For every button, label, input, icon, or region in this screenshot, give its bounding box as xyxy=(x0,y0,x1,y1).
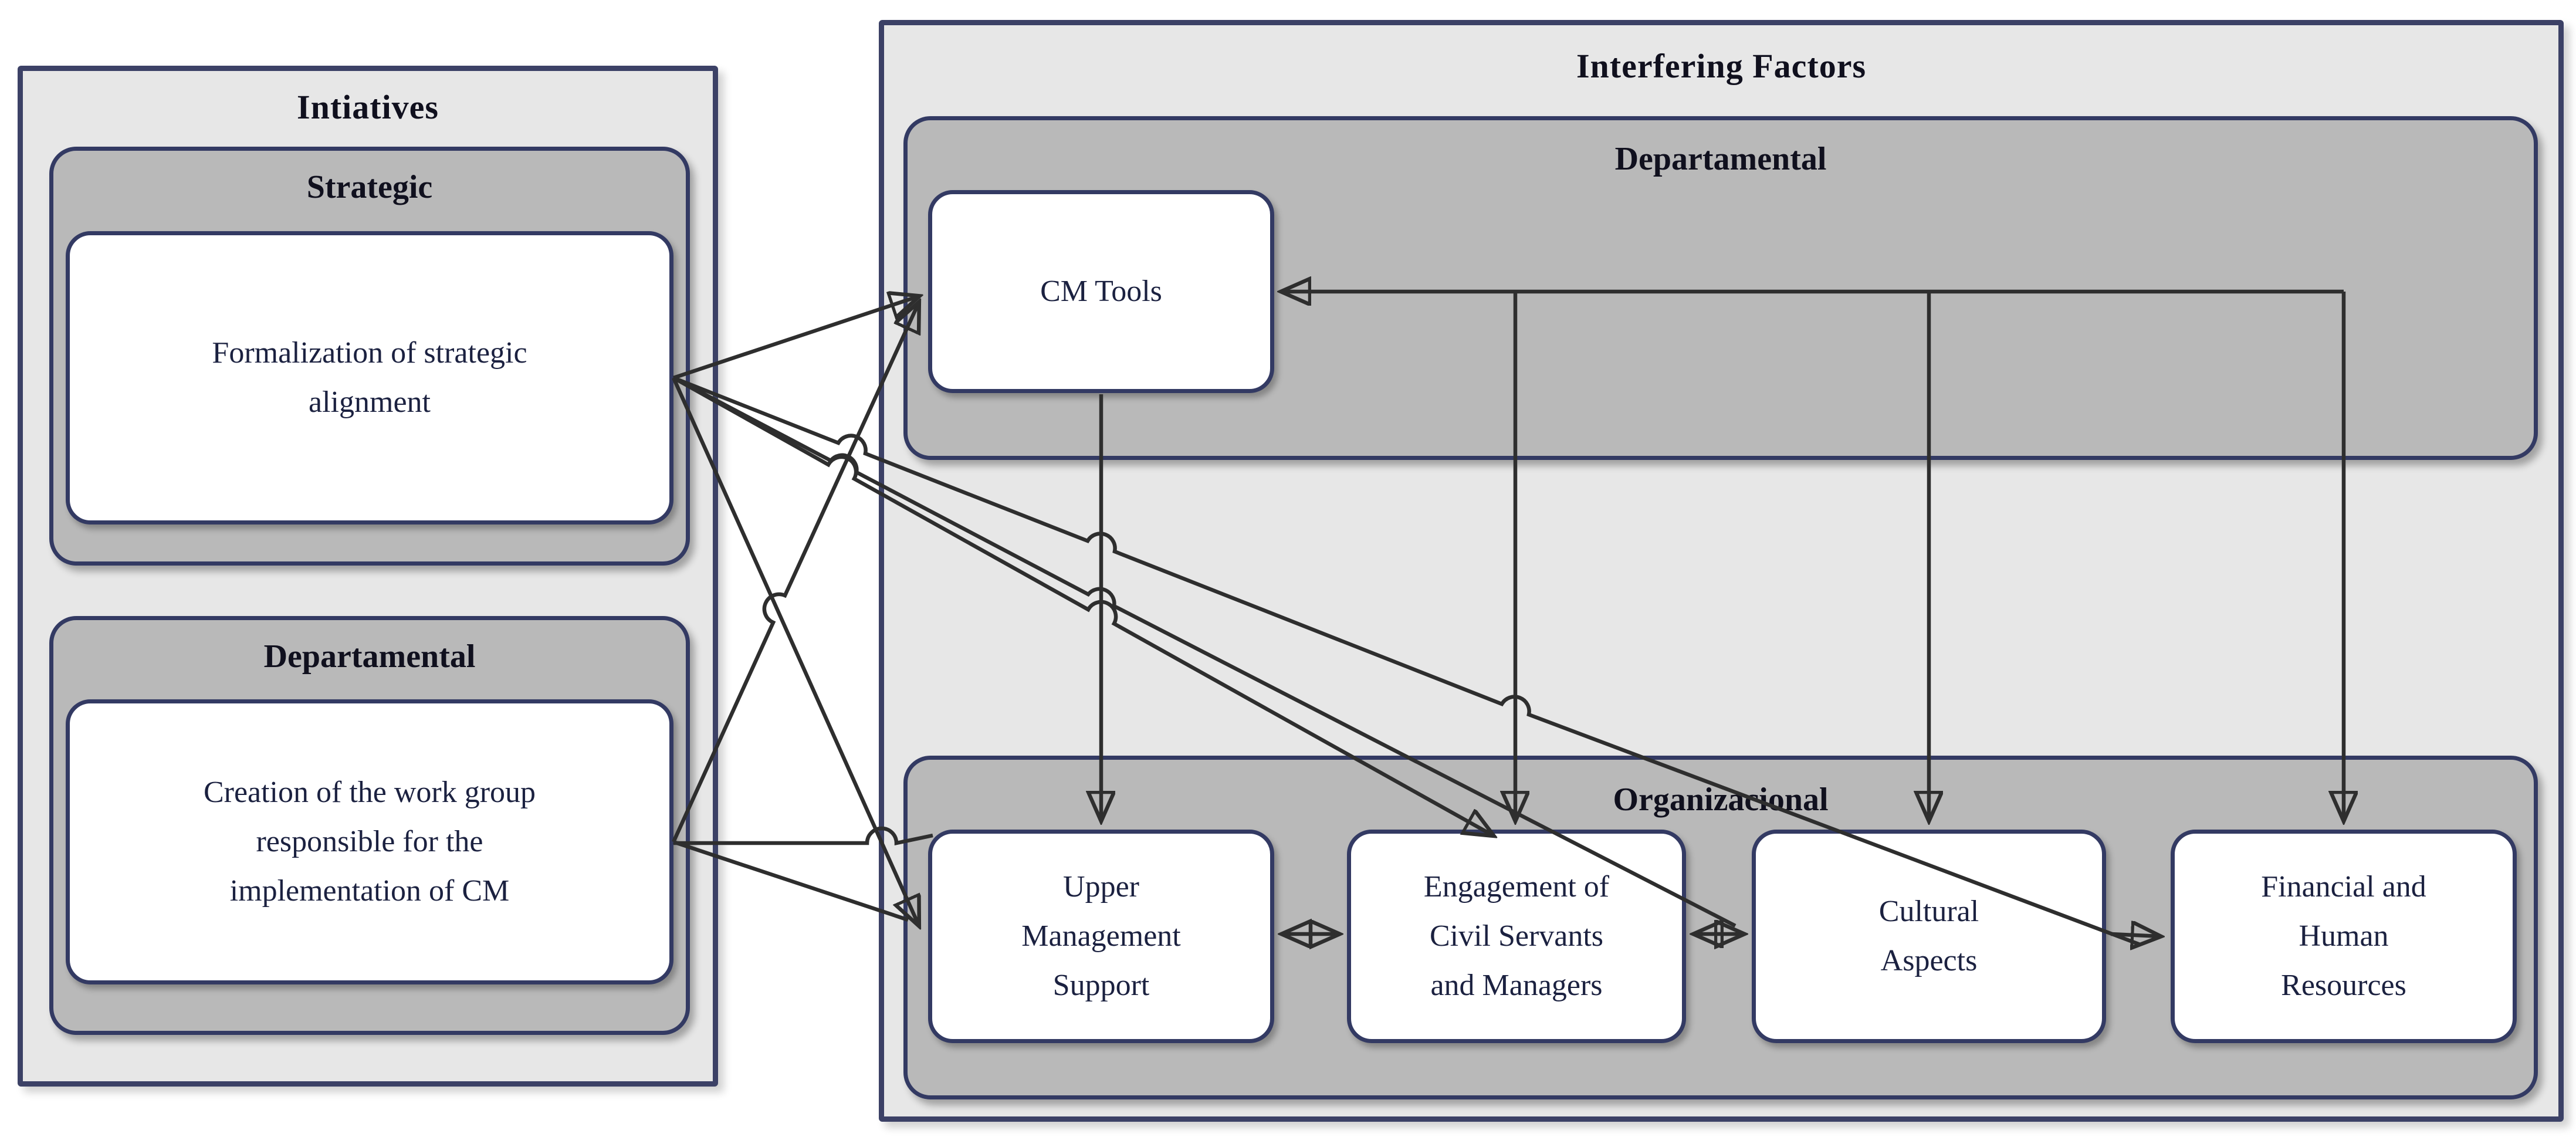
formalization-box-line: alignment xyxy=(309,385,431,419)
financial-human-box-line: Financial and xyxy=(2261,869,2426,903)
upper-management-box-line: Support xyxy=(1052,969,1150,1003)
cultural-aspects-box-line: Aspects xyxy=(1880,944,1978,977)
formalization-box-line: Formalization of strategic xyxy=(212,336,527,370)
departamental-right-group-title: Departamental xyxy=(1614,141,1827,177)
initiatives-panel-title: Intiatives xyxy=(297,88,439,126)
engagement-box-line: and Managers xyxy=(1430,969,1603,1003)
creation-workgroup-box-line: implementation of CM xyxy=(229,874,510,908)
strategic-group-title: Strategic xyxy=(306,169,433,205)
cultural-aspects-box: Cultural Aspects xyxy=(1752,830,2106,1043)
departamental-left-group-title: Departamental xyxy=(263,638,476,675)
financial-human-box: Financial and Human Resources xyxy=(2171,830,2517,1043)
creation-workgroup-box-line: responsible for the xyxy=(256,824,483,858)
interfering-factors-panel-title: Interfering Factors xyxy=(1576,47,1867,85)
engagement-box-line: Engagement of xyxy=(1423,869,1610,903)
cm-tools-box: CM Tools xyxy=(928,190,1274,393)
creation-workgroup-box: Creation of the work group responsible f… xyxy=(66,699,673,984)
upper-management-box-line: Management xyxy=(1021,919,1181,953)
financial-human-box-line: Resources xyxy=(2281,969,2406,1003)
upper-management-box: Upper Management Support xyxy=(928,830,1274,1043)
creation-workgroup-box-line: Creation of the work group xyxy=(203,775,536,809)
cultural-aspects-box-line: Cultural xyxy=(1878,894,1979,928)
formalization-box: Formalization of strategic alignment xyxy=(66,231,673,524)
engagement-box: Engagement of Civil Servants and Manager… xyxy=(1347,830,1686,1043)
cm-tools-box-label: CM Tools xyxy=(1040,274,1162,308)
organizacional-group-title: Organizacional xyxy=(1613,781,1829,818)
financial-human-box-line: Human xyxy=(2299,919,2389,953)
upper-management-box-line: Upper xyxy=(1063,869,1139,903)
engagement-box-line: Civil Servants xyxy=(1429,919,1604,953)
